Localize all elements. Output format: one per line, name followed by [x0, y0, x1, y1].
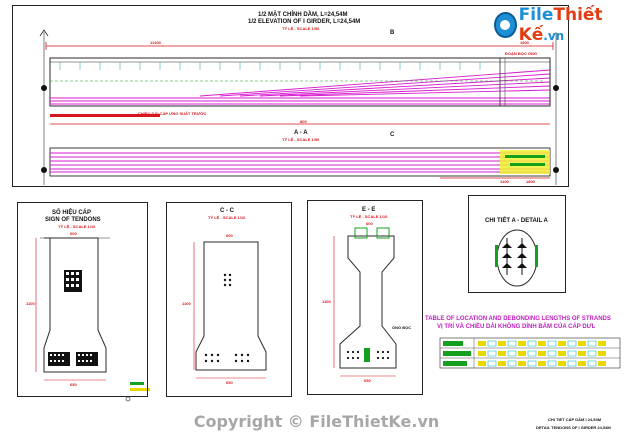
ee-panel-dim-bottom: 650	[364, 378, 371, 383]
ee-panel-frame	[307, 200, 423, 395]
detail-a-drawing	[495, 229, 538, 287]
section-cc-drawing	[193, 241, 267, 379]
tendon-panel-dim-bottom: 650	[70, 382, 77, 387]
cc-panel-dim-top: 600	[226, 233, 233, 238]
logo-text-file: File	[518, 5, 554, 25]
logo-text-domain: .vn	[543, 29, 565, 43]
section-ee-drawing	[333, 227, 397, 377]
cc-panel-scale: TỶ LỆ - SCALE 1/10	[208, 215, 246, 220]
ee-panel-dim-top: 600	[366, 221, 373, 226]
elevation-title-en: 1/2 ELEVATION OF I GIRDER, L=24,54M	[248, 19, 361, 25]
tendon-panel-frame	[17, 202, 148, 397]
table-title-vi: VỊ TRÍ VÀ CHIỀU DÀI KHÔNG DÍNH BÁM CỦA C…	[437, 324, 596, 330]
section-aa-dim-left: 1400	[500, 179, 509, 184]
cc-panel-dim-bottom: 650	[226, 380, 233, 385]
tendon-panel-title-en: SIGN OF TENDONS	[45, 217, 101, 223]
elevation-scale: TỶ LỆ - SCALE 1/50	[282, 26, 320, 31]
footer-title-en: DETAIL TENDONS OF I GIRDER 24,54M	[536, 425, 611, 430]
ee-panel-title: E - E	[362, 207, 376, 213]
tendon-section-drawing	[35, 237, 150, 402]
watermark-logo: FileThiết Kế.vn	[494, 5, 633, 45]
section-mark-top: B	[390, 30, 395, 36]
table-title-en: TABLE OF LOCATION AND DEBONDING LENGTHS …	[425, 316, 611, 322]
detail-a-title: CHI TIẾT A - DETAIL A	[485, 218, 548, 224]
logo-badge-icon	[494, 12, 517, 38]
elevation-view	[39, 29, 559, 185]
tendon-panel-dim-top: 600	[70, 231, 77, 236]
cc-panel-frame	[166, 202, 292, 397]
ee-panel-scale: TỶ LỆ - SCALE 1/10	[350, 214, 388, 219]
cc-panel-title: C - C	[220, 208, 234, 214]
logo-text-thietke: Thiết Kế	[518, 5, 603, 45]
tendon-panel-scale: TỶ LỆ - SCALE 1/10	[58, 224, 96, 229]
footer-title-vi: CHI TIẾT CÁP DẦM I 24,54M	[548, 417, 602, 422]
elevation-note-left: CHIỀU DÀI CÁP ỨNG SUẤT TRƯỚC	[138, 111, 207, 116]
elevation-frame	[12, 5, 569, 187]
strand-table	[439, 337, 621, 369]
section-aa-view	[49, 147, 551, 179]
tendon-panel-dim-height: 1100	[26, 301, 35, 306]
section-aa-title: A - A	[294, 130, 308, 136]
section-mark-mid: C	[390, 132, 395, 138]
tendon-panel-title-vi: SỐ HIỆU CÁP	[52, 210, 92, 216]
cc-panel-dim-height: 1100	[182, 301, 191, 306]
elevation-note-right: ĐOẠN BỌC ỐNG	[505, 51, 537, 56]
elevation-dim-bottom: 800	[300, 119, 307, 124]
ee-panel-note: ỐNG BỌC	[392, 325, 412, 330]
section-aa-dim-right: 1800	[526, 179, 535, 184]
detail-a-panel-frame	[468, 195, 566, 293]
elevation-title-vi: 1/2 MẶT CHÍNH DẦM, L=24,54M	[258, 12, 348, 18]
section-aa-scale: TỶ LỆ - SCALE 1/50	[282, 137, 320, 142]
ee-panel-dim-height: 1100	[322, 299, 331, 304]
elevation-dim-end: 1800	[520, 40, 529, 45]
copyright-watermark: Copyright © FileThietKe.vn	[193, 412, 440, 431]
elevation-dim-left: 11400	[150, 40, 161, 45]
